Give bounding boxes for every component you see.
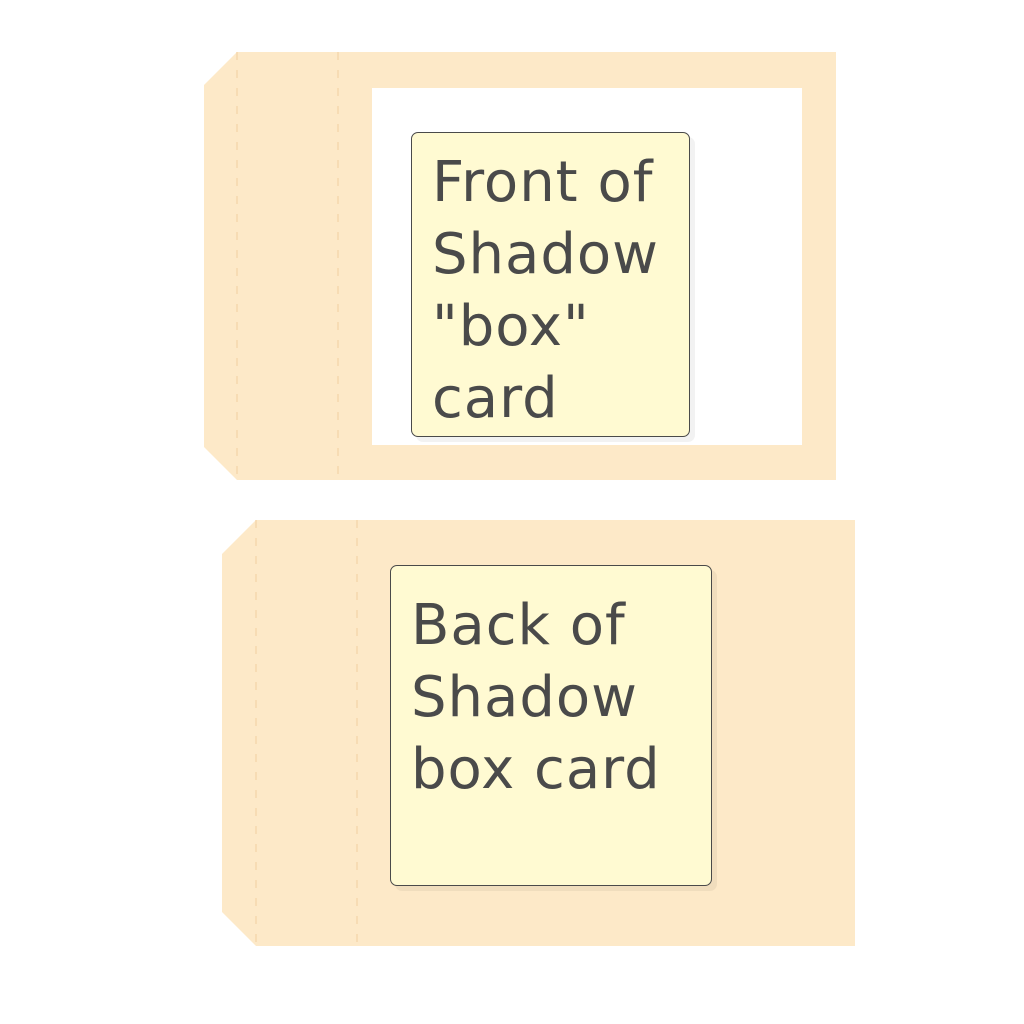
back-card-note: Back of Shadow box card — [390, 565, 712, 886]
front-card-note: Front of Shadow "box" card — [411, 132, 690, 437]
back-card-label: Back of Shadow box card — [411, 593, 661, 802]
front-card-label: Front of Shadow "box" card — [432, 150, 659, 431]
